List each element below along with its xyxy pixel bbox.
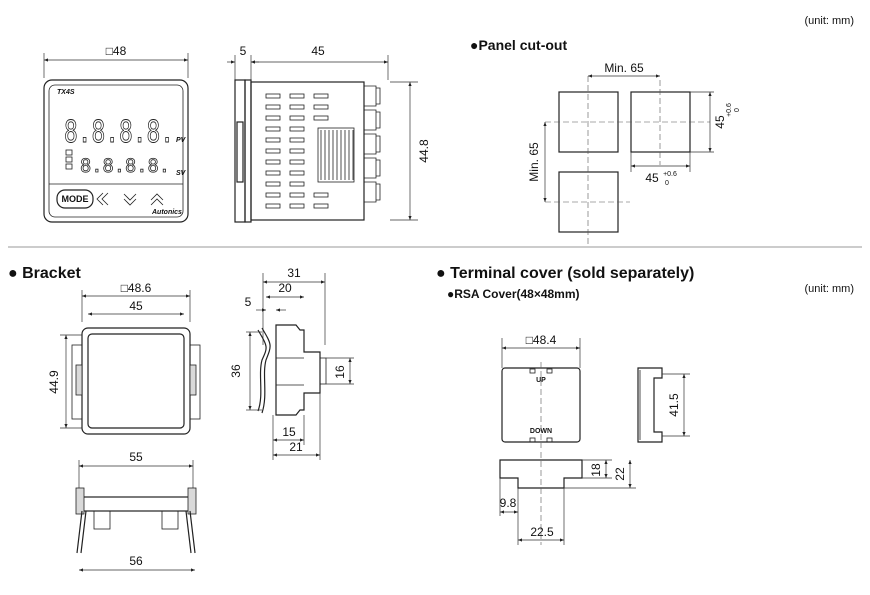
dim-bracket-56: 56 bbox=[129, 554, 143, 568]
vent-slot bbox=[289, 192, 305, 198]
unit-label-top: (unit: mm) bbox=[805, 15, 855, 27]
cover-up-label: UP bbox=[536, 377, 546, 384]
dim-side-depth: 45 bbox=[311, 44, 325, 58]
cover-front: □48.4 UP DOWN bbox=[501, 333, 581, 448]
unit-label-bottom: (unit: mm) bbox=[805, 283, 855, 295]
cover-down-label: DOWN bbox=[530, 428, 552, 435]
dim-side-front: 5 bbox=[240, 44, 247, 58]
dim-cutout-45-w: 45 bbox=[645, 171, 659, 185]
vent-slot bbox=[289, 137, 305, 143]
dim-cover-41-5: 41.5 bbox=[667, 393, 681, 417]
dim-bracket-outer: □48.6 bbox=[121, 281, 152, 295]
dim-bracket-inner: 45 bbox=[129, 299, 143, 313]
vent-slot bbox=[265, 115, 281, 121]
left-key-icon[interactable] bbox=[96, 192, 109, 206]
cover-top: 18 22 9.8 22.5 bbox=[499, 452, 636, 545]
tol-w-zero: 0 bbox=[665, 180, 669, 187]
vent-slot bbox=[313, 93, 329, 99]
vent-slot bbox=[289, 93, 305, 99]
rsa-cover-subtitle: ●RSA Cover(48×48mm) bbox=[447, 287, 580, 301]
vent-slot bbox=[313, 203, 329, 209]
vent-slot bbox=[289, 148, 305, 154]
vent-slot bbox=[313, 115, 329, 121]
dim-cutout-45-h: 45 bbox=[713, 115, 727, 129]
side-view: 5 45 44.8 bbox=[227, 44, 431, 223]
sv-display: 8.8.8.8. bbox=[80, 155, 170, 177]
dim-cover-9-8: 9.8 bbox=[500, 496, 517, 510]
vent-slot bbox=[265, 159, 281, 165]
vent-slot bbox=[289, 104, 305, 110]
dim-cover-22: 22 bbox=[613, 467, 627, 481]
dim-bracket-height: 44.9 bbox=[47, 370, 61, 394]
front-view: □48 TX4S 8.8.8.8. 8.8.8.8. PV SV MODE Au… bbox=[43, 44, 189, 223]
dim-cover-22-5: 22.5 bbox=[530, 525, 554, 539]
vent-slot bbox=[265, 170, 281, 176]
model-label: TX4S bbox=[57, 89, 75, 96]
mode-key-label: MODE bbox=[62, 194, 89, 204]
bracket-front: □48.6 45 44.9 bbox=[47, 281, 201, 435]
up-key-icon[interactable] bbox=[150, 193, 164, 206]
terminal-cover-title: ● Terminal cover (sold separately) bbox=[436, 265, 694, 282]
tol-w-plus: +0.6 bbox=[663, 171, 677, 178]
vent-slot bbox=[265, 192, 281, 198]
dim-bracket-20: 20 bbox=[278, 281, 292, 295]
dim-bracket-15: 15 bbox=[282, 425, 296, 439]
down-key-icon[interactable] bbox=[123, 193, 137, 206]
vent-slot bbox=[265, 104, 281, 110]
dim-bracket-5: 5 bbox=[245, 295, 252, 309]
vent-slot bbox=[289, 159, 305, 165]
dim-cover-18: 18 bbox=[589, 463, 603, 477]
cover-side: 41.5 bbox=[637, 367, 690, 443]
pv-label: PV bbox=[176, 137, 187, 144]
dim-side-height: 44.8 bbox=[417, 139, 431, 163]
bracket-top: 55 56 bbox=[75, 450, 197, 572]
vent-slot bbox=[289, 203, 305, 209]
vent-slot bbox=[313, 104, 329, 110]
tol-h-zero: 0 bbox=[734, 108, 741, 112]
panel-cutout-title: ●Panel cut-out bbox=[470, 37, 567, 53]
vent-slot bbox=[265, 93, 281, 99]
vent-slot bbox=[313, 192, 329, 198]
mode-key[interactable] bbox=[56, 189, 94, 209]
vent-slot bbox=[289, 115, 305, 121]
bracket-side: 31 20 5 36 16 15 21 bbox=[229, 266, 354, 460]
dim-bracket-16: 16 bbox=[333, 365, 347, 379]
dim-bracket-36: 36 bbox=[229, 364, 243, 378]
dim-bracket-21: 21 bbox=[289, 440, 303, 454]
dim-cover-size: □48.4 bbox=[526, 333, 557, 347]
vent-slot bbox=[289, 126, 305, 132]
dim-cutout-min-height: Min. 65 bbox=[527, 142, 541, 182]
brand-label: Autonics bbox=[151, 209, 182, 216]
vent-slot bbox=[265, 137, 281, 143]
dim-cutout-min-width: Min. 65 bbox=[604, 61, 644, 75]
tol-h-plus: +0.6 bbox=[726, 103, 733, 117]
panel-cutout: ●Panel cut-out Min. 65 Min. 65 45 +0.6 0… bbox=[470, 37, 741, 245]
dim-front-width: □48 bbox=[106, 44, 127, 58]
vent-slot bbox=[265, 148, 281, 154]
vent-slot bbox=[289, 170, 305, 176]
pv-display: 8.8.8.8. bbox=[64, 115, 174, 150]
bracket-title: ● Bracket bbox=[8, 265, 81, 282]
vent-slot bbox=[265, 126, 281, 132]
dim-bracket-55: 55 bbox=[129, 450, 143, 464]
vent-slot bbox=[265, 181, 281, 187]
vent-slot bbox=[289, 181, 305, 187]
dim-bracket-31: 31 bbox=[287, 266, 301, 280]
vent-slot bbox=[265, 203, 281, 209]
sv-label: SV bbox=[176, 170, 187, 177]
